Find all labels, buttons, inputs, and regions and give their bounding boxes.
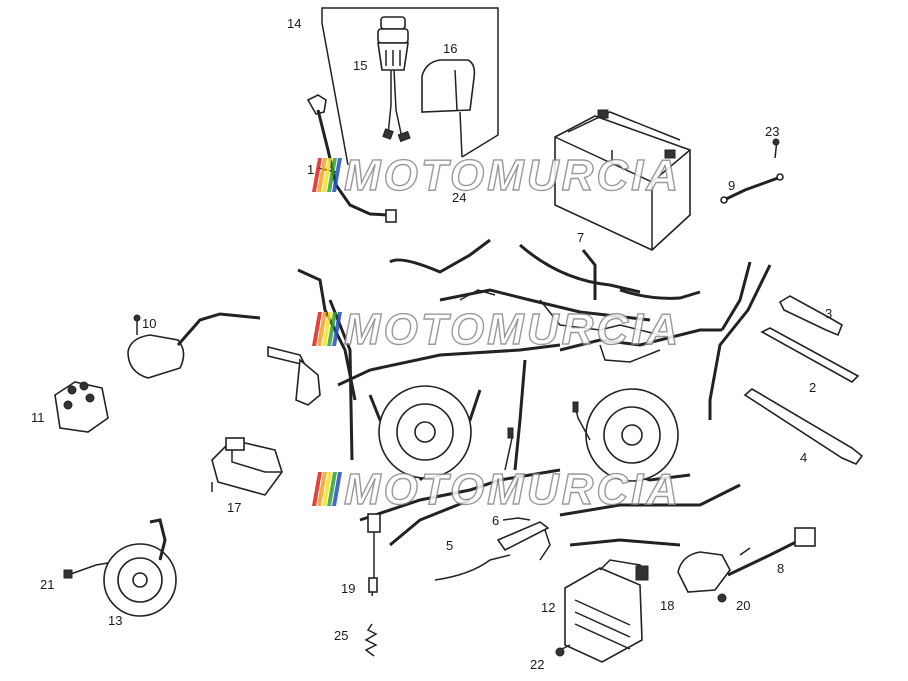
callout-3: 3 [825,306,832,321]
watermark-stripe [312,312,322,346]
watermark-stripe [327,312,337,346]
callout-6: 6 [492,513,499,528]
watermark-stripe [312,158,322,192]
cdi-unit [211,437,283,496]
starter-relay [677,527,816,603]
callout-17: 17 [227,500,241,515]
callout-19: 19 [341,581,355,596]
callout-15: 15 [353,58,367,73]
callout-12: 12 [541,600,555,615]
watermark-stripe [322,472,332,506]
callout-5: 5 [446,538,453,553]
callout-22: 22 [530,657,544,672]
watermark-stripe [332,472,342,506]
callout-1: 1 [307,162,314,177]
watermark-bottom: MOTOMURCIA [312,464,681,515]
callout-25: 25 [334,628,348,643]
sensor-lead [434,517,551,581]
callout-24: 24 [452,190,466,205]
watermark-middle: MOTOMURCIA [312,304,681,355]
callout-23: 23 [765,124,779,139]
voltage-regulator [555,559,649,663]
callout-8: 8 [777,561,784,576]
callout-13: 13 [108,613,122,628]
watermark-text: MOTOMURCIA [344,151,681,200]
stator [63,518,177,617]
watermark-stripes [312,158,342,192]
watermark-text: MOTOMURCIA [344,465,681,514]
sensor-cable [306,94,397,223]
watermark-stripe [317,472,327,506]
watermark-stripe [322,312,332,346]
callout-16: 16 [443,41,457,56]
watermark-stripe [322,158,332,192]
bracket-14-24 [321,7,499,166]
callout-7: 7 [577,230,584,245]
callout-10: 10 [142,316,156,331]
watermark-text: MOTOMURCIA [344,305,681,354]
watermark-stripes [312,312,342,346]
callout-20: 20 [736,598,750,613]
ignition-coil [127,312,321,406]
callout-21: 21 [40,577,54,592]
callout-labels: 1 2 3 4 5 6 7 8 9 10 11 12 13 14 15 16 1… [31,16,832,672]
callout-11: 11 [31,410,45,425]
watermark-stripe [327,472,337,506]
callout-14: 14 [287,16,301,31]
callout-9: 9 [728,178,735,193]
watermark-stripe [317,312,327,346]
spark-plug-cable [364,513,381,657]
watermark-stripe [332,158,342,192]
relay [54,381,109,433]
watermark-stripe [312,472,322,506]
switch-cover [421,59,476,158]
watermark-stripe [327,158,337,192]
vehicle-frame [297,238,772,547]
battery-cable [720,138,784,204]
watermark-stripe [332,312,342,346]
callout-4: 4 [800,450,807,465]
callout-2: 2 [809,380,816,395]
tools [743,295,864,465]
watermark-stripe [317,158,327,192]
battery [554,109,691,251]
callout-18: 18 [660,598,674,613]
watermark-stripes [312,472,342,506]
watermark-top: MOTOMURCIA [312,150,681,201]
ignition-switch [377,16,411,143]
